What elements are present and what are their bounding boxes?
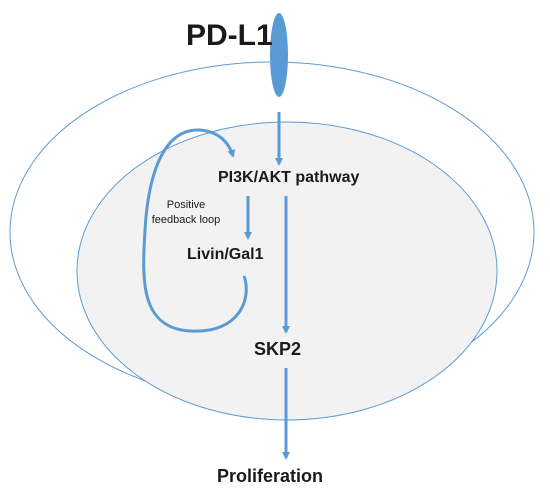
feedback-loop-label: Positive feedback loop <box>134 198 238 228</box>
livin-gal1-label: Livin/Gal1 <box>187 246 264 263</box>
pd-l1-receptor <box>270 13 288 97</box>
feedback-loop-label-line1: Positive <box>166 199 206 211</box>
pd-l1-label: PD-L1 <box>186 19 273 52</box>
feedback-loop-arrow <box>142 128 248 333</box>
pi3k-akt-label: PI3K/AKT pathway <box>218 169 360 186</box>
proliferation-label: Proliferation <box>217 466 324 486</box>
skp2-label: SKP2 <box>254 339 302 359</box>
feedback-loop-label-line2: feedback loop <box>151 214 221 226</box>
